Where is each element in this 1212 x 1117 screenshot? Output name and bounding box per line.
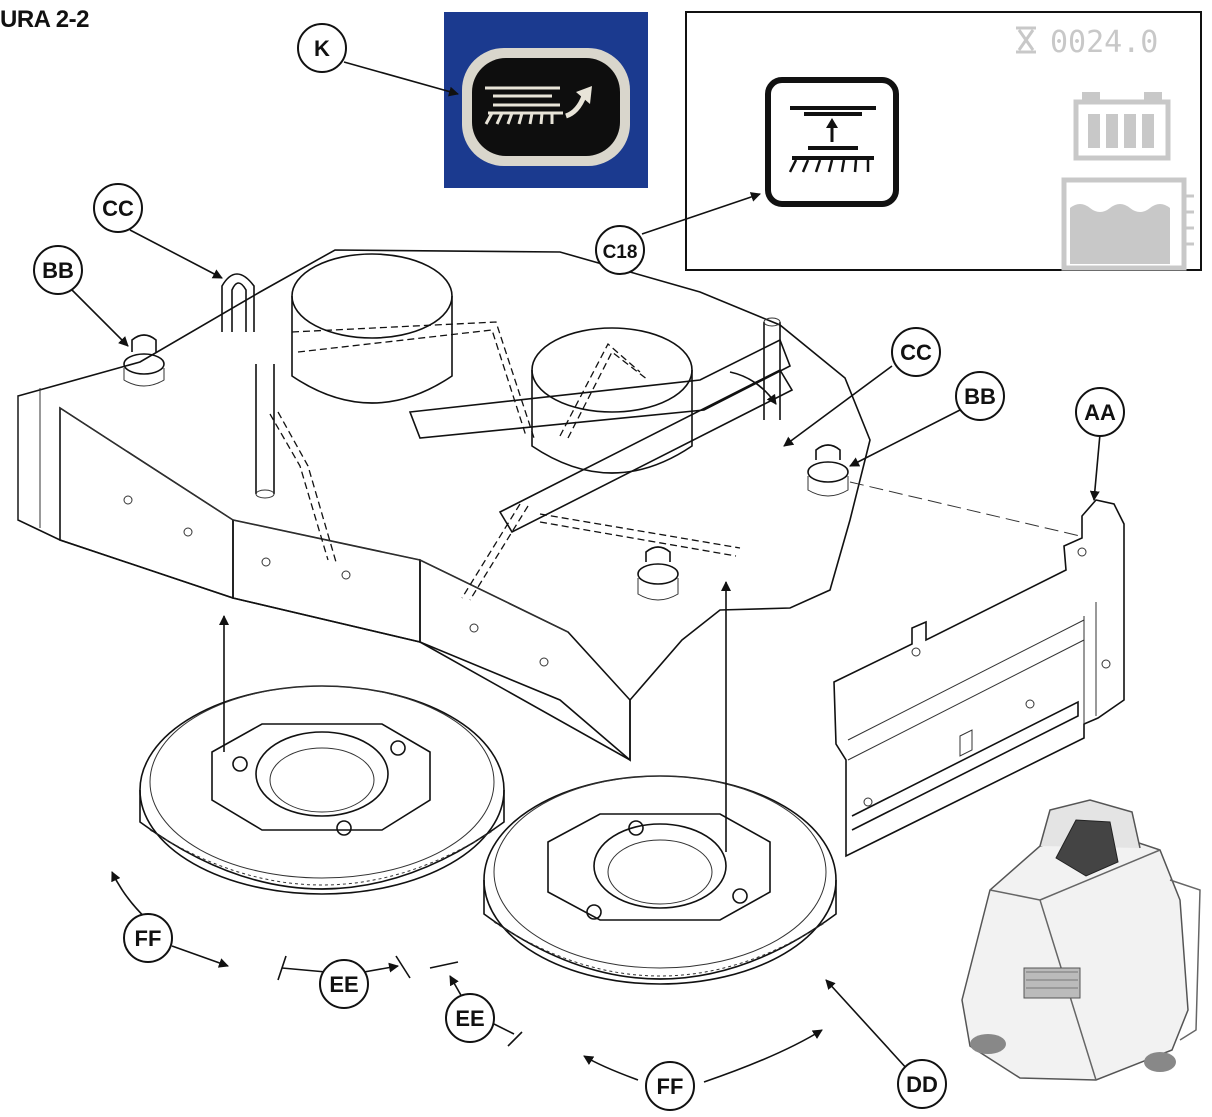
svg-text:CC: CC — [102, 196, 134, 221]
svg-text:CC: CC — [900, 340, 932, 365]
svg-text:EE: EE — [329, 972, 358, 997]
brush-deck-lift-icon — [765, 77, 899, 207]
svg-text:BB: BB — [964, 384, 996, 409]
brush-left — [139, 685, 505, 895]
svg-text:AA: AA — [1084, 400, 1116, 425]
machine-thumbnail — [961, 799, 1201, 1081]
callout-cc-right: CC — [891, 327, 941, 377]
callout-k: K — [297, 23, 347, 73]
callout-ff-left: FF — [123, 913, 173, 963]
callout-ee-right: EE — [445, 993, 495, 1043]
callout-aa: AA — [1075, 387, 1125, 437]
svg-text:BB: BB — [42, 258, 74, 283]
svg-text:EE: EE — [455, 1006, 484, 1031]
solution-tank-level-icon — [1061, 177, 1194, 271]
callout-ff-right: FF — [645, 1061, 695, 1111]
hour-meter-readout: 0024.0 — [1050, 25, 1158, 60]
callout-bb-right: BB — [955, 371, 1005, 421]
knob-right-front — [637, 546, 679, 601]
brush-deck-raise-icon — [484, 86, 592, 125]
brush-right — [483, 775, 837, 985]
callout-dd: DD — [897, 1059, 947, 1109]
svg-text:FF: FF — [657, 1074, 684, 1099]
knob-right-rear — [807, 444, 849, 497]
leader-lines — [71, 61, 1101, 1083]
figure-title: URA 2-2 — [0, 6, 89, 33]
k-button-panel — [444, 12, 648, 188]
svg-text:C18: C18 — [603, 242, 638, 263]
brush-deck — [17, 249, 1081, 762]
callout-bb-left: BB — [33, 245, 83, 295]
svg-text:K: K — [314, 36, 330, 61]
hourglass-icon — [1016, 26, 1036, 54]
svg-text:DD: DD — [906, 1072, 938, 1097]
callout-cc-left: CC — [93, 183, 143, 233]
battery-icon — [1073, 92, 1171, 161]
side-squeegee — [833, 499, 1125, 858]
knob-left — [123, 334, 165, 387]
svg-text:FF: FF — [135, 926, 162, 951]
callout-ee-left: EE — [319, 959, 369, 1009]
control-display: 0024.0 — [685, 11, 1202, 271]
callout-c18: C18 — [595, 225, 645, 275]
